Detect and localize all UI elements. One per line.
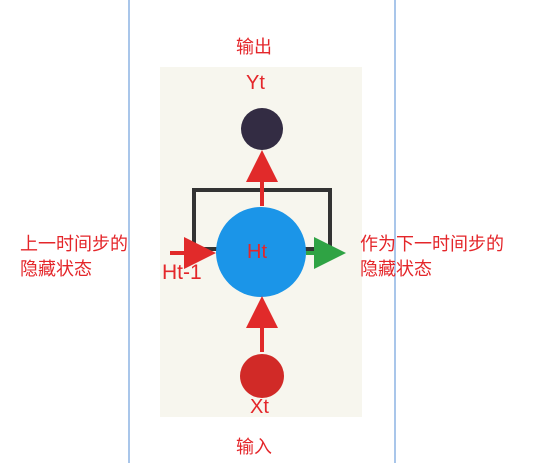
prev-hidden-state-line2: 隐藏状态 [20,259,92,280]
input-node [240,354,284,398]
output-node [241,108,283,150]
ht-minus-1-label: Ht-1 [162,261,202,284]
frame-line-left [128,0,130,463]
next-hidden-state-line2: 隐藏状态 [360,259,432,280]
yt-label: Yt [246,72,265,94]
frame-line-right [394,0,396,463]
ht-label: Ht [247,241,267,263]
output-title: 输出 [236,37,272,58]
hidden-node [216,207,306,297]
prev-hidden-state-line1: 上一时间步的 [20,234,128,255]
input-title: 输入 [236,437,272,458]
xt-label: Xt [250,396,269,418]
next-hidden-state-line1: 作为下一时间步的 [360,234,504,255]
